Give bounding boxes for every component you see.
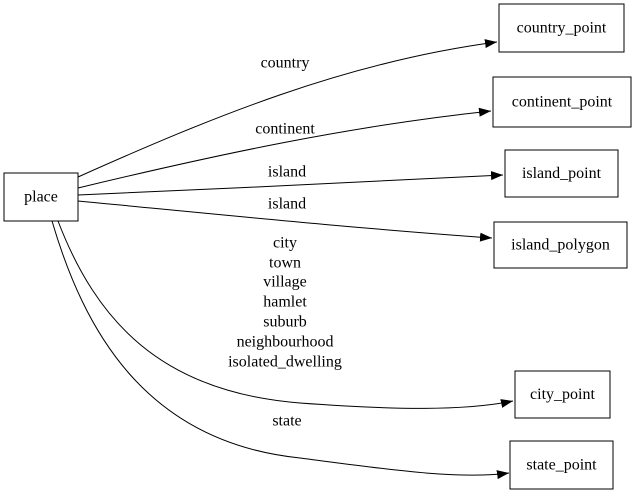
node-city-point: city_point	[514, 370, 611, 419]
node-country-point-box	[498, 3, 625, 53]
node-continent-point-label: continent_point	[512, 94, 613, 111]
edge-place-continent_point	[77, 107, 492, 189]
node-island-polygon: island_polygon	[493, 221, 628, 269]
edge-place-island_polygon	[77, 200, 493, 242]
edge-label-state: state	[272, 413, 301, 430]
node-city-point-box	[514, 370, 611, 419]
edges	[51, 39, 514, 480]
node-continent-point-box	[492, 76, 632, 128]
node-place: place	[3, 172, 79, 222]
node-state-point-label: state_point	[526, 457, 597, 474]
node-continent-point: continent_point	[492, 76, 632, 128]
node-island-polygon-label: island_polygon	[511, 237, 610, 254]
edge-label-line-suburb: suburb	[263, 314, 307, 331]
edge-label-island-point: island	[268, 164, 306, 181]
node-country-point: country_point	[498, 3, 625, 53]
edge-label-line-isolated-dwelling: isolated_dwelling	[228, 354, 342, 371]
edge-place-state_point	[51, 220, 510, 480]
edge-label-line-hamlet: hamlet	[263, 294, 307, 311]
node-island-point: island_point	[504, 149, 619, 198]
edge-label-line-neighbourhood: neighbourhood	[237, 334, 334, 351]
node-place-box	[3, 172, 79, 222]
edge-label-line-town: town	[269, 255, 301, 272]
edge-labels: country continent island island city tow…	[228, 55, 342, 430]
edge-place-island_point	[77, 171, 504, 196]
node-state-point: state_point	[509, 440, 614, 490]
node-state-point-box	[509, 440, 614, 490]
edge-label-island-polygon: island	[268, 196, 306, 213]
node-city-point-label: city_point	[530, 386, 595, 403]
node-island-point-label: island_point	[522, 165, 602, 182]
edge-label-line-village: village	[263, 274, 307, 291]
nodes: place country_point continent_point isla…	[3, 3, 632, 490]
edge-place-city_point	[57, 220, 514, 409]
node-island-point-box	[504, 149, 619, 198]
node-place-label: place	[24, 189, 58, 206]
node-island-polygon-box	[493, 221, 628, 269]
edge-label-country: country	[261, 55, 310, 72]
edge-label-line-city: city	[273, 235, 297, 252]
edge-place-country_point	[77, 39, 498, 178]
edge-label-city-multiline: city town village hamlet suburb neighbou…	[228, 235, 342, 371]
node-country-point-label: country_point	[517, 20, 607, 37]
edge-label-continent: continent	[255, 121, 315, 138]
